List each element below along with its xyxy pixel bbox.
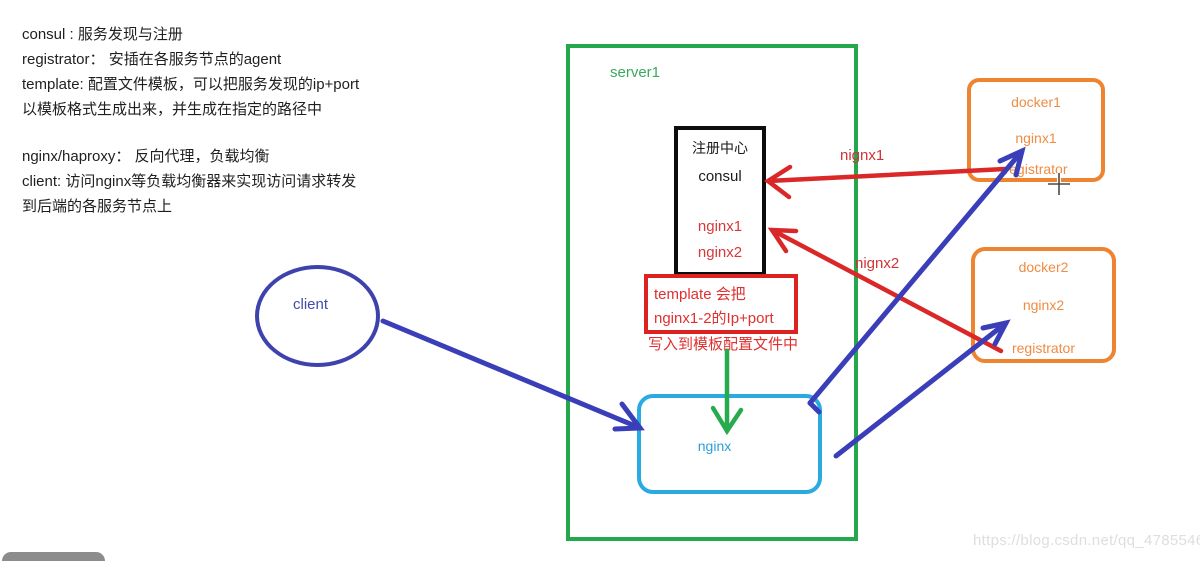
note-line-client: client: 访问nginx等负载均衡器来实现访问请求转发 <box>22 173 357 190</box>
docker1-box: docker1 nginx1 registrator <box>967 78 1105 182</box>
client-node: client <box>255 265 380 367</box>
note-line-template: template: 配置文件模板，可以把服务发现的ip+port <box>22 76 360 93</box>
docker2-agent: registrator <box>1011 340 1076 356</box>
docker2-service: nginx2 <box>1022 297 1065 313</box>
docker2-box: docker2 nginx2 registrator <box>971 247 1116 363</box>
docker2-title: docker2 <box>1018 259 1069 275</box>
arrow-label-nignx1: nignx1 <box>840 147 885 164</box>
nginx-label: nginx <box>697 438 732 454</box>
notes-block-proxy: nginx/haproxy： 反向代理，负载均衡 client: 访问nginx… <box>22 144 356 219</box>
note-line-template-cont: 以模板格式生成出来，并生成在指定的路径中 <box>22 101 323 118</box>
watermark-url: https://blog.csdn.net/qq_47855463 <box>973 532 1200 549</box>
template-note-line2: nginx1-2的Ip+port <box>654 310 774 327</box>
template-note-box: template 会把 nginx1-2的Ip+port <box>644 274 798 334</box>
template-note-line1: template 会把 <box>654 286 746 303</box>
registry-name: consul <box>698 168 742 185</box>
registry-entry-nginx2: nginx2 <box>697 244 743 261</box>
note-line-registrator: registrator： 安插在各服务节点的agent <box>22 51 282 68</box>
docker1-service: nginx1 <box>1015 130 1057 146</box>
notes-block-definitions: consul : 服务发现与注册 registrator： 安插在各服务节点的a… <box>22 22 359 122</box>
consul-registry-box: 注册中心 consul nginx1 nginx2 <box>674 126 766 276</box>
note-line-nginx-haproxy: nginx/haproxy： 反向代理，负载均衡 <box>22 148 270 165</box>
registry-title: 注册中心 <box>692 140 748 156</box>
note-line-consul: consul : 服务发现与注册 <box>22 26 183 43</box>
nginx-box: nginx <box>637 394 822 494</box>
note-line-client-cont: 到后端的各服务节点上 <box>22 198 173 215</box>
gray-pill-partial <box>2 552 105 561</box>
server1-label: server1 <box>610 64 661 81</box>
docker1-agent: registrator <box>1004 161 1068 177</box>
template-note-caption: 写入到模板配置文件中 <box>648 336 799 353</box>
docker1-title: docker1 <box>1011 94 1061 110</box>
client-label: client <box>292 296 329 313</box>
registry-entry-nginx1: nginx1 <box>697 218 743 235</box>
arrow-label-nignx2: nignx2 <box>855 255 900 272</box>
